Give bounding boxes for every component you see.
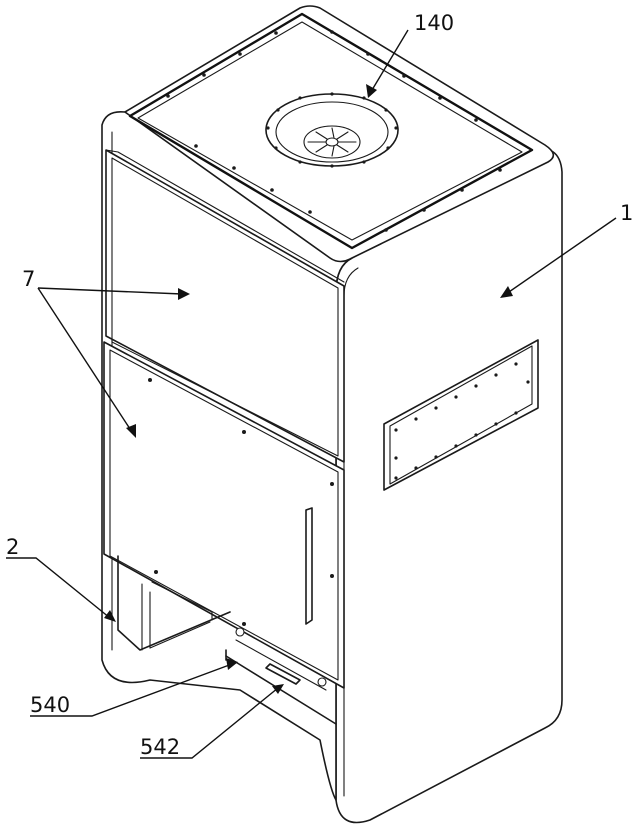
label-1: 1 [620,201,633,225]
label-542: 542 [140,735,180,759]
bottom-opening [117,555,231,651]
fan-ring-bolts [266,92,398,168]
fan-impeller-icon [303,125,361,159]
upper-front-panel [105,149,345,463]
label-140: 140 [414,11,454,35]
drawer-handle [265,663,301,685]
label-7: 7 [22,267,35,291]
label-2: 2 [6,535,19,559]
lower-front-door [103,341,345,689]
leader-lines [6,29,617,759]
door-handle-slot [305,507,313,625]
drawer [225,627,337,725]
side-inspection-plate [383,339,539,491]
label-540: 540 [30,693,70,717]
lid-bolts [166,30,502,232]
fan-opening [265,92,399,168]
